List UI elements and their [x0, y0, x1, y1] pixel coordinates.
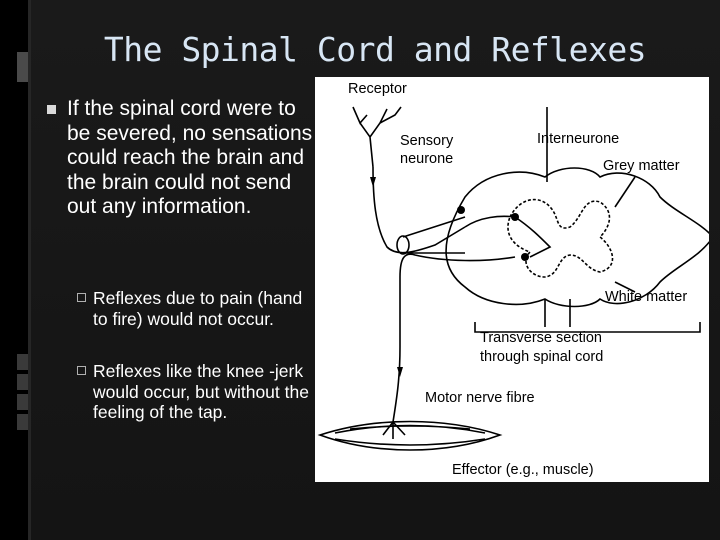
decorative-tab: [17, 374, 28, 390]
effector-label: Effector (e.g., muscle): [452, 462, 594, 478]
ventral-root: [544, 299, 571, 327]
white-matter-label: White matter: [605, 289, 688, 305]
sub-bullet-text: Reflexes like the knee -jerk would occur…: [93, 361, 309, 422]
decorative-tab: [17, 394, 28, 410]
muscle-outline: [317, 420, 503, 451]
transverse-label: Transverse section: [480, 330, 602, 346]
muscle-fibres: [334, 424, 486, 446]
decorative-tab: [17, 354, 28, 370]
square-bullet-icon: [47, 105, 56, 114]
motor-endings: [382, 421, 406, 439]
synapse-dot: [511, 213, 519, 221]
grey-matter: [507, 198, 614, 278]
receptor-label: Receptor: [348, 81, 407, 97]
synapse-dot: [521, 253, 529, 261]
hollow-square-bullet-icon: [77, 293, 86, 302]
sensory-fibre-dorsal: [464, 215, 516, 228]
hollow-square-bullet-icon: [77, 366, 86, 375]
section-bracket: [474, 322, 701, 333]
sensory-fibre: [372, 166, 466, 254]
decorative-tab: [17, 52, 28, 82]
slide-title: The Spinal Cord and Reflexes: [103, 30, 647, 69]
white-matter-pointer: [614, 281, 636, 293]
transverse-label: through spinal cord: [480, 349, 604, 365]
left-band: [0, 0, 28, 540]
arrow-down-icon: [397, 367, 403, 377]
main-bullet-text: If the spinal cord were to be severed, n…: [67, 97, 313, 218]
decorative-tab: [17, 414, 28, 430]
reflex-arc-drawing: [317, 106, 709, 451]
motor-fibre-label: Motor nerve fibre: [425, 390, 535, 406]
sensory-cell-body: [457, 206, 465, 214]
sub-bullet-text: Reflexes due to pain (hand to fire) woul…: [93, 288, 303, 329]
receptor-endings: [352, 106, 402, 168]
nerve-cut-end: [396, 235, 410, 255]
interneurone-label: Interneurone: [537, 131, 620, 147]
sensory-label: Sensory: [400, 133, 454, 149]
interneurone-fibre: [514, 216, 552, 258]
arrow-down-icon: [370, 177, 376, 187]
sensory-label: neurone: [400, 151, 454, 167]
grey-matter-pointer: [614, 176, 636, 208]
spinal-cord-outline: [445, 167, 709, 308]
nerve-trunk: [402, 216, 466, 254]
band-divider: [28, 0, 31, 540]
grey-matter-label: Grey matter: [603, 158, 680, 174]
motor-fibre: [392, 253, 516, 423]
reflex-arc-diagram: Receptor Sensory neurone Interneurone Gr…: [315, 77, 709, 482]
